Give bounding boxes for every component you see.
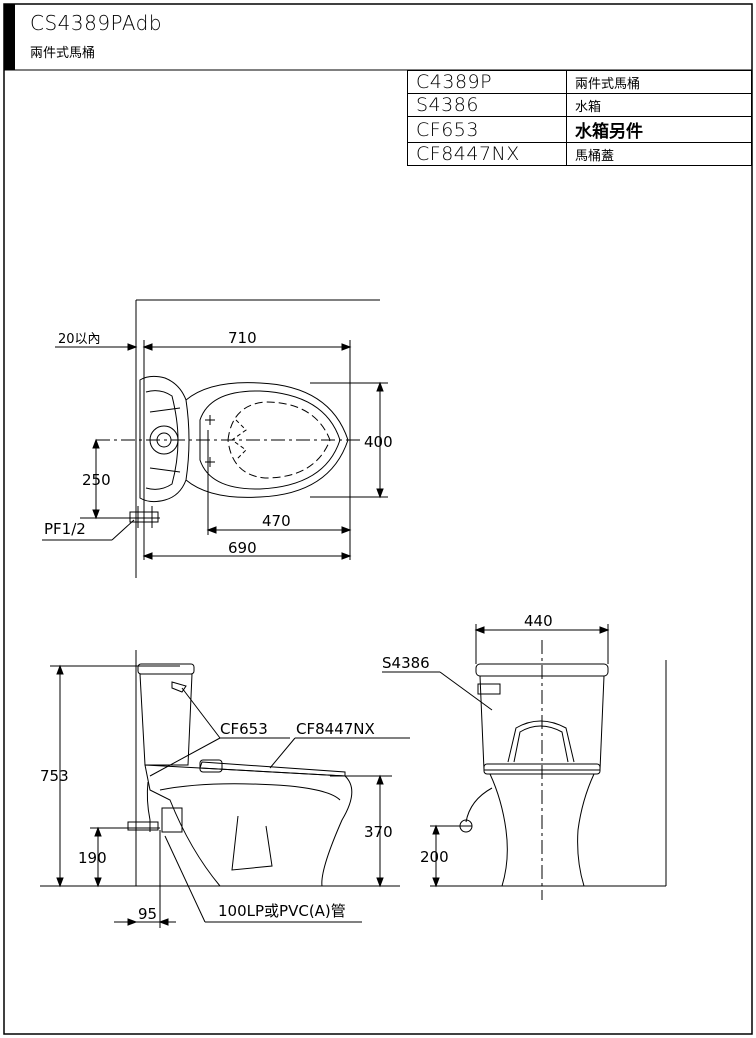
dim-wall-gap-label: 20以內: [58, 332, 101, 347]
parts-row: C4389P 兩件式馬桶: [407, 70, 752, 94]
drain-pipe-label: 100LP或PVC(A)管: [218, 902, 346, 920]
tank-fittings-label: CF653: [220, 720, 268, 738]
dim-bowl-length-label: 470: [262, 512, 291, 530]
dim-front-supply-height-label: 200: [420, 848, 449, 866]
part-desc: 馬桶蓋: [566, 142, 752, 166]
dim-overall-length-label: 710: [228, 329, 257, 347]
parts-table: C4389P 兩件式馬桶 S4386 水箱 CF653 水箱另件 CF8447N…: [407, 70, 752, 166]
dim-drain-offset-label: 95: [138, 905, 157, 923]
dim-inlet-offset-label: 250: [82, 471, 111, 489]
model-code-title: CS4389PAdb: [30, 11, 163, 35]
parts-row: CF653 水箱另件: [407, 116, 752, 143]
parts-row: CF8447NX 馬桶蓋: [407, 142, 752, 166]
dim-tank-width-label: 440: [524, 612, 553, 630]
dim-supply-height-label: 190: [78, 849, 107, 867]
part-code: CF653: [407, 116, 567, 143]
dim-width-label: 400: [364, 433, 393, 451]
supply-pipe-label: PF1/2: [44, 520, 86, 538]
part-desc: 兩件式馬桶: [566, 70, 752, 94]
dim-supply-length-label: 690: [228, 539, 257, 557]
model-name-subtitle: 兩件式馬桶: [30, 46, 96, 61]
tank-label: S4386: [382, 654, 430, 672]
part-code: C4389P: [407, 70, 567, 94]
seat-label: CF8447NX: [296, 720, 375, 738]
dim-height-label: 753: [40, 767, 69, 785]
dim-seat-height-label: 370: [364, 823, 393, 841]
part-desc: 水箱另件: [566, 116, 752, 143]
part-code: CF8447NX: [407, 142, 567, 166]
